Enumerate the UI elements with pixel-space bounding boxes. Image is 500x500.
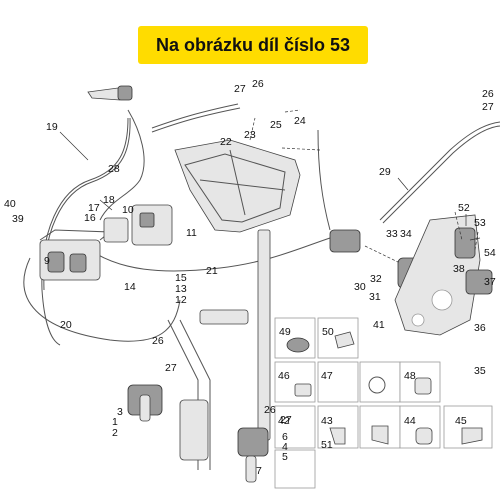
callout: 29 [379, 166, 391, 178]
caliper-front-right [237, 427, 269, 483]
caliper-front-left [127, 384, 163, 422]
callout: 45 [455, 415, 467, 427]
abs-unit [39, 229, 112, 281]
callout: 22 [220, 136, 232, 148]
callout: 27 [482, 101, 494, 113]
callout: 37 [484, 276, 496, 288]
callout: 3 [117, 406, 123, 418]
callout: 51 [321, 439, 333, 451]
callout: 5 [282, 451, 288, 463]
callout: 35 [474, 365, 486, 377]
callout: 21 [206, 265, 218, 277]
callout: 36 [474, 322, 486, 334]
callout: 17 [88, 202, 100, 214]
callout: 4 [282, 441, 288, 453]
callout: 41 [373, 319, 385, 331]
callout: 54 [484, 247, 496, 259]
brake-lever-left [87, 85, 133, 101]
callout: 26 [252, 78, 264, 90]
callout: 30 [354, 281, 366, 293]
callout: 9 [44, 255, 50, 267]
rear-master-cylinder [329, 229, 361, 253]
callout: 40 [4, 198, 16, 210]
callout: 23 [244, 129, 256, 141]
callout: 50 [322, 326, 334, 338]
callout: 26 [482, 88, 494, 100]
callout: 11 [186, 227, 197, 239]
callout: 15 [175, 272, 187, 284]
callout: 48 [404, 370, 416, 382]
callout: 27 [280, 414, 292, 426]
callout: 16 [84, 212, 96, 224]
callout: 7 [256, 465, 262, 477]
accessory-parts-grid [274, 317, 493, 489]
callout: 18 [103, 194, 115, 206]
callout: 39 [12, 213, 24, 225]
brake-hose-21 [89, 237, 331, 272]
callout: 13 [175, 283, 187, 295]
callout: 31 [369, 291, 381, 303]
callout: 27 [165, 362, 177, 374]
callout: 43 [321, 415, 333, 427]
callout: 47 [321, 370, 333, 382]
callout: 2 [112, 427, 118, 439]
callout: 19 [46, 121, 58, 133]
callout: 10 [122, 204, 134, 216]
frame [174, 139, 301, 233]
part-number-banner: Na obrázku díl číslo 53 [138, 26, 368, 64]
brake-hose-29 [379, 121, 500, 221]
callout: 12 [175, 294, 187, 306]
callout: 1 [112, 416, 118, 428]
callout: 46 [278, 370, 290, 382]
callout: 14 [124, 281, 136, 293]
callout: 28 [108, 163, 120, 175]
callout: 49 [279, 326, 291, 338]
callout: 33 [386, 228, 398, 240]
callout: 27 [234, 83, 246, 95]
callout: 42 [278, 415, 290, 427]
brake-hose-rear-upper [317, 129, 331, 231]
callout: 26 [264, 404, 276, 416]
abs-bracket [103, 204, 173, 246]
callout: 53 [474, 217, 486, 229]
callout: 25 [270, 119, 282, 131]
callout: 38 [453, 263, 465, 275]
callout: 32 [370, 273, 382, 285]
callout: 6 [282, 431, 288, 443]
callout: 26 [152, 335, 164, 347]
callout: 44 [404, 415, 416, 427]
part-53-bracket [454, 227, 493, 295]
callout: 20 [60, 319, 72, 331]
callout: 34 [400, 228, 412, 240]
brake-hose-28 [99, 109, 145, 221]
brake-hose-22 [151, 103, 239, 129]
callout: 52 [458, 202, 470, 214]
callout: 24 [294, 115, 306, 127]
